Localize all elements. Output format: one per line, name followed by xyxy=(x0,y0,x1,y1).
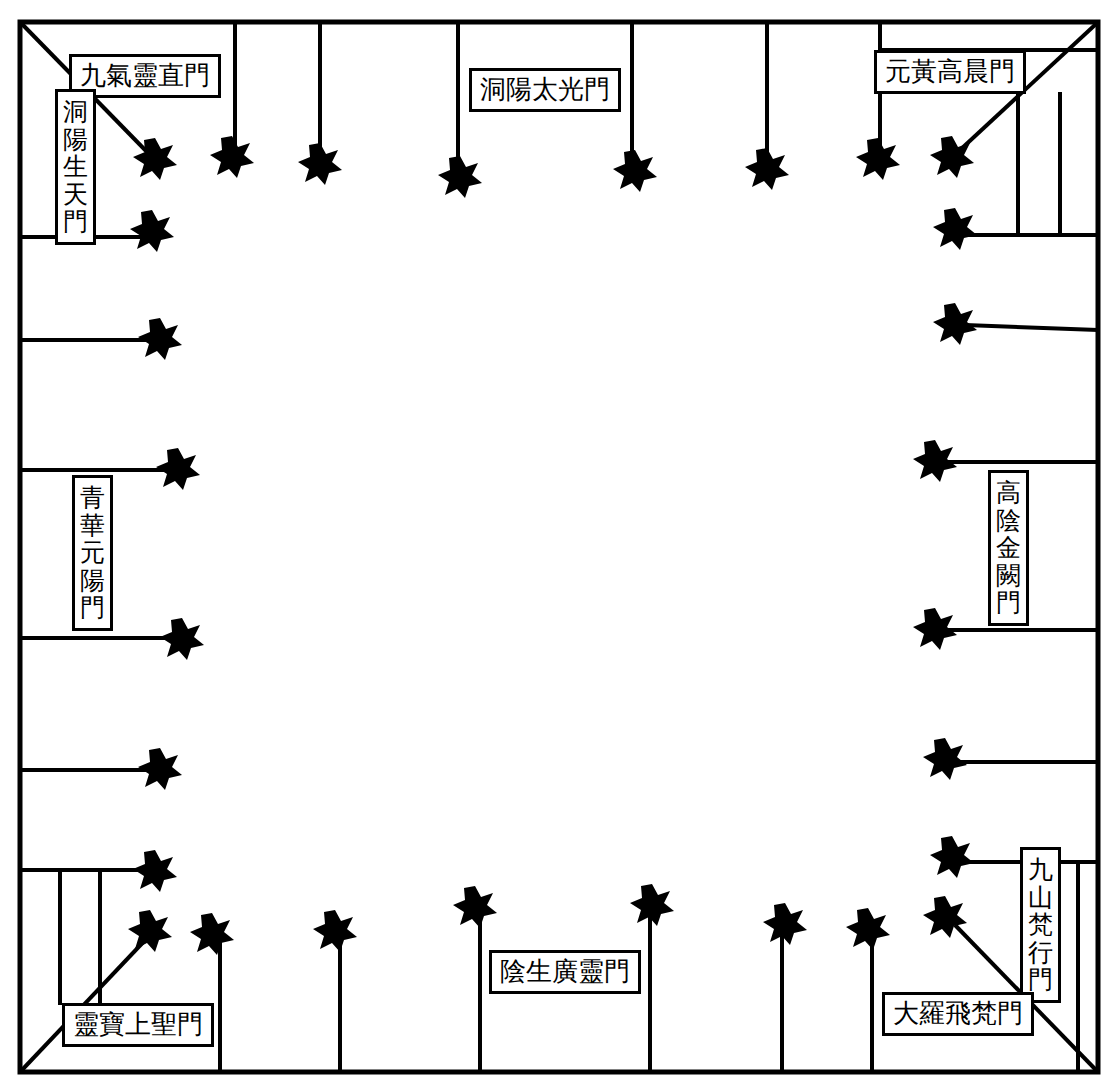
gate-label-box: 洞陽太光門 xyxy=(469,68,621,111)
gate-label-box: 靈寶上聖門 xyxy=(62,1003,214,1046)
gate-name: 九山梵行門 xyxy=(1028,856,1053,994)
gate-label-box: 元黃高晨門 xyxy=(874,50,1026,93)
gate-name: 高陰金闕門 xyxy=(996,479,1021,617)
gate-name: 靈寶上聖門 xyxy=(73,1009,203,1040)
gate-name: 元黃高晨門 xyxy=(885,56,1015,87)
gate-name: 洞陽生天門 xyxy=(63,98,88,236)
gate-label-box: 青華元陽門 xyxy=(72,475,113,631)
gate-name: 洞陽太光門 xyxy=(480,74,610,105)
gate-name: 陰生廣靈門 xyxy=(500,956,630,987)
gate-name: 青華元陽門 xyxy=(80,484,105,622)
gate-label-box: 洞陽生天門 xyxy=(55,89,96,245)
gate-label-box: 大羅飛梵門 xyxy=(882,992,1034,1035)
gate-label-box: 高陰金闕門 xyxy=(988,470,1029,626)
gate-name: 九氣靈直門 xyxy=(80,60,210,91)
gate-label-box: 九山梵行門 xyxy=(1020,847,1061,1003)
gate-name: 大羅飛梵門 xyxy=(893,998,1023,1029)
gate-label-box: 陰生廣靈門 xyxy=(489,950,641,993)
